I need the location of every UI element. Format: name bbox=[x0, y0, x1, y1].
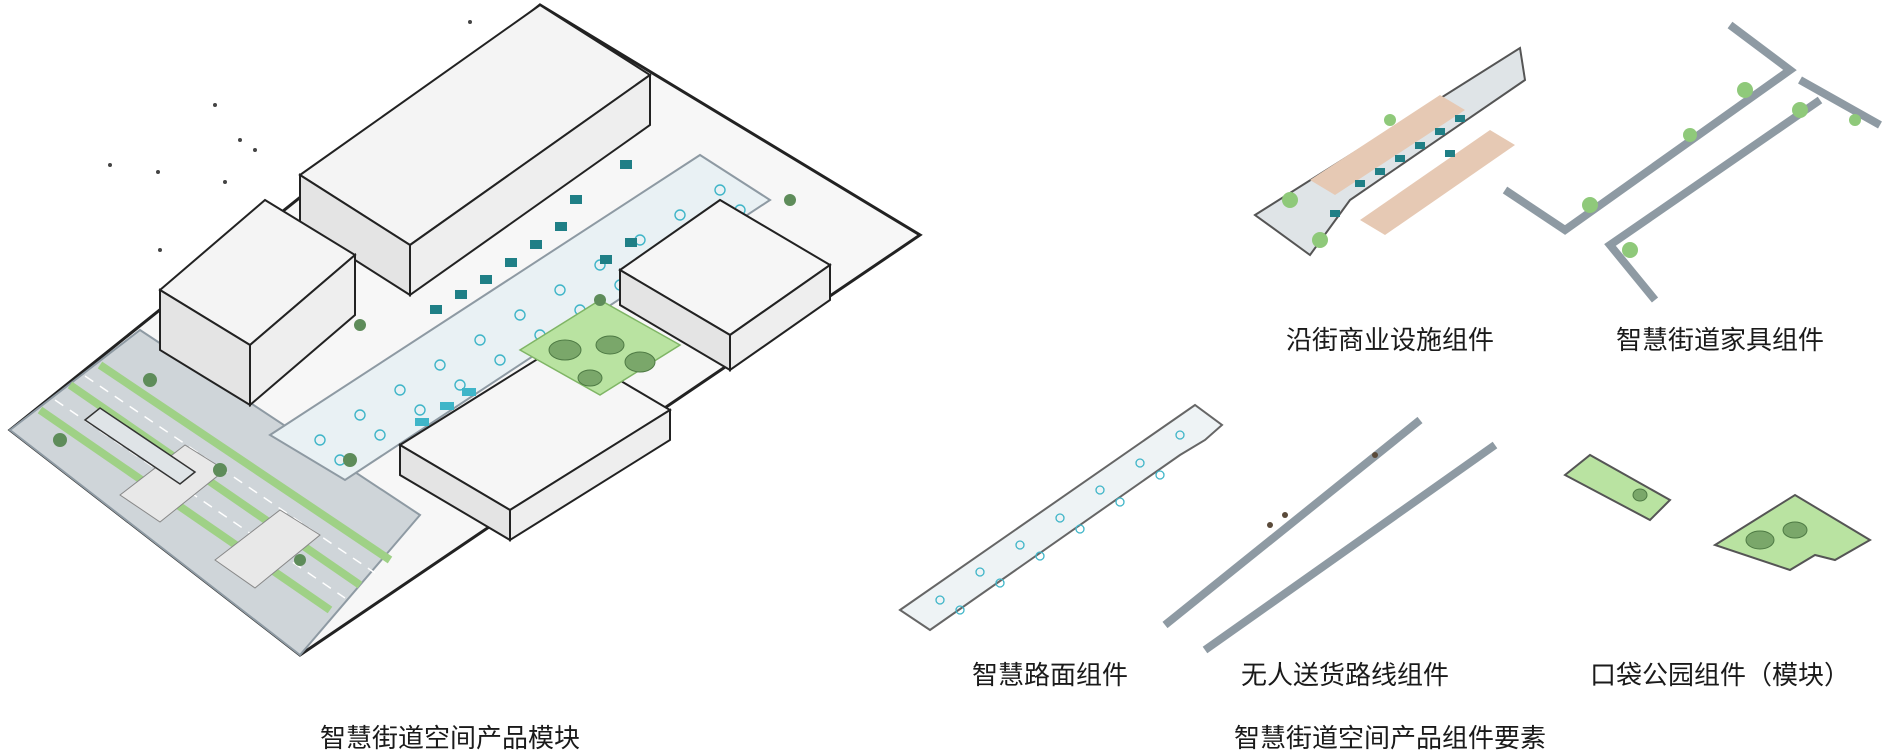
isometric-street-illustration bbox=[7, 3, 923, 657]
building-right-side bbox=[729, 263, 831, 372]
street-furniture-component bbox=[1502, 21, 1882, 303]
market-stalls bbox=[430, 160, 637, 314]
component-caption-pocket-park: 口袋公园组件（模块） bbox=[1589, 661, 1851, 691]
component-caption-commercial: 沿街商业设施组件 bbox=[1285, 326, 1495, 356]
building-bottom-side bbox=[509, 408, 671, 542]
component-caption-furniture: 智慧街道家具组件 bbox=[1615, 326, 1825, 356]
building-large-side bbox=[409, 73, 651, 297]
smart-street-module-panel: 智慧街道空间产品模块 bbox=[0, 0, 940, 754]
crosswalk bbox=[214, 509, 321, 589]
commercial-facilities-component bbox=[1253, 46, 1527, 257]
component-caption-pavement: 智慧路面组件 bbox=[971, 661, 1129, 691]
pocket-park-component bbox=[1563, 453, 1872, 572]
cyan-benches bbox=[415, 388, 476, 426]
delivery-route-component bbox=[1162, 416, 1498, 654]
smart-pavement-component bbox=[898, 403, 1224, 632]
smart-pavement-street bbox=[268, 153, 772, 482]
tram bbox=[83, 407, 197, 485]
trees bbox=[53, 194, 796, 566]
park-trees bbox=[548, 335, 656, 387]
component-caption-delivery: 无人送货路线组件 bbox=[1240, 661, 1450, 691]
building-left-side bbox=[249, 252, 356, 408]
components-caption: 智慧街道空间产品组件要素 bbox=[1233, 724, 1547, 754]
birds bbox=[108, 20, 472, 252]
